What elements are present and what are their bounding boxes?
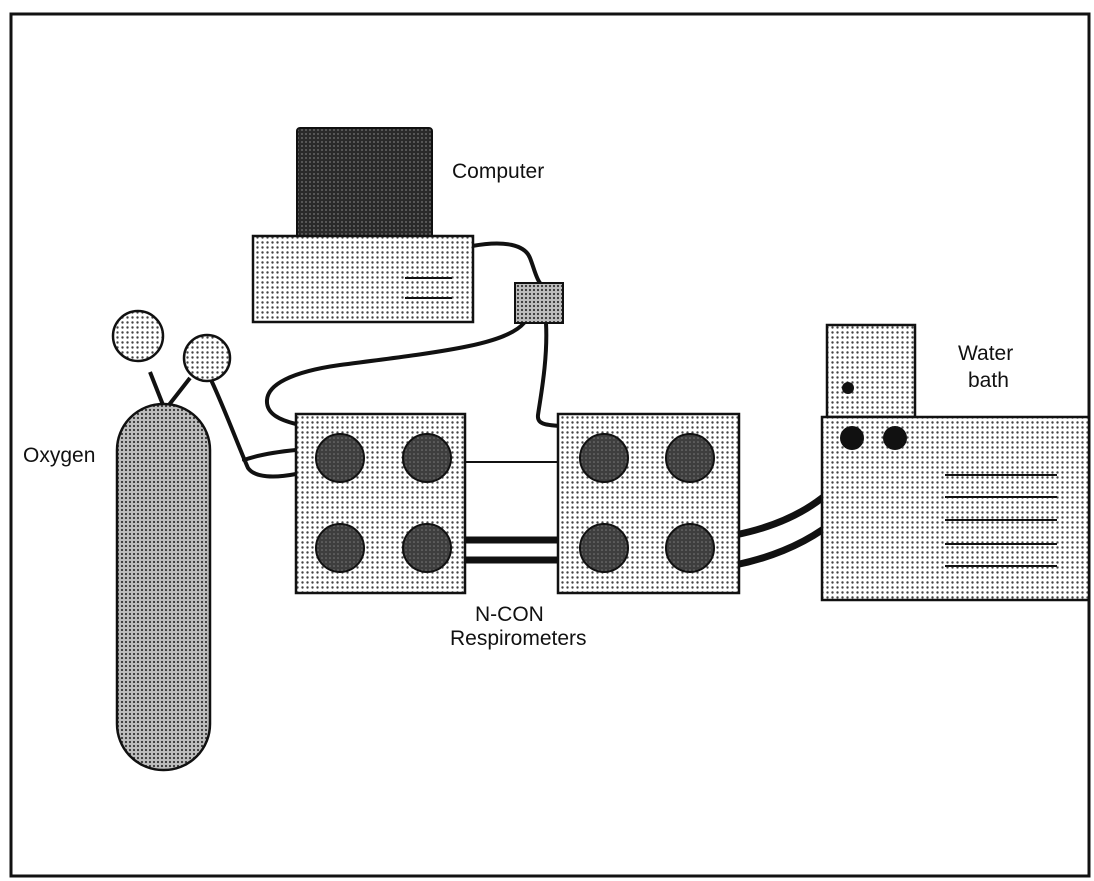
cable-interface-to-respirometer-1 [265, 321, 526, 426]
respirometers-label-line2: Respirometers [450, 627, 587, 650]
water-bath-label-line1: Water [958, 342, 1013, 365]
respirometer-tubing [465, 461, 558, 564]
cable-interface-to-respirometer-2 [535, 321, 562, 428]
respirometer-cell [579, 433, 629, 483]
water-bath-tubing [731, 494, 826, 569]
interface-box [514, 282, 564, 324]
water-bath-label-line2: bath [968, 369, 1009, 392]
respirometer-cell [579, 523, 629, 573]
water-level-lines [945, 474, 1057, 567]
indicator-light-icon [842, 382, 854, 394]
computer-monitor [296, 127, 433, 241]
oxygen-tank [111, 309, 232, 772]
cable-computer-to-interface [470, 241, 542, 285]
respirometer-2 [556, 412, 741, 595]
cables [210, 241, 562, 479]
computer-label: Computer [452, 160, 544, 183]
respirometer-cell [315, 433, 365, 483]
oxygen-cylinder [115, 402, 212, 772]
water-bath-control-unit [825, 323, 917, 419]
respirometer-1 [294, 412, 467, 595]
respirometer-cell [315, 523, 365, 573]
respirometer-cell [402, 523, 452, 573]
tube-oxygen-to-respirometer-1b [242, 448, 298, 462]
pressure-gauge-icon [111, 309, 165, 363]
water-bath [820, 323, 1091, 602]
respirometer-cell [665, 523, 715, 573]
respirometer-cell [402, 433, 452, 483]
respirometer-cell [665, 433, 715, 483]
computer [251, 127, 475, 324]
respirometers-label-line1: N-CON [475, 603, 544, 626]
pressure-gauge-icon [182, 333, 232, 383]
oxygen-label: Oxygen [23, 444, 95, 467]
water-bath-tank [820, 415, 1091, 602]
tube-oxygen-to-respirometer-1 [210, 380, 298, 479]
knob-icon [883, 426, 907, 450]
knob-icon [840, 426, 864, 450]
